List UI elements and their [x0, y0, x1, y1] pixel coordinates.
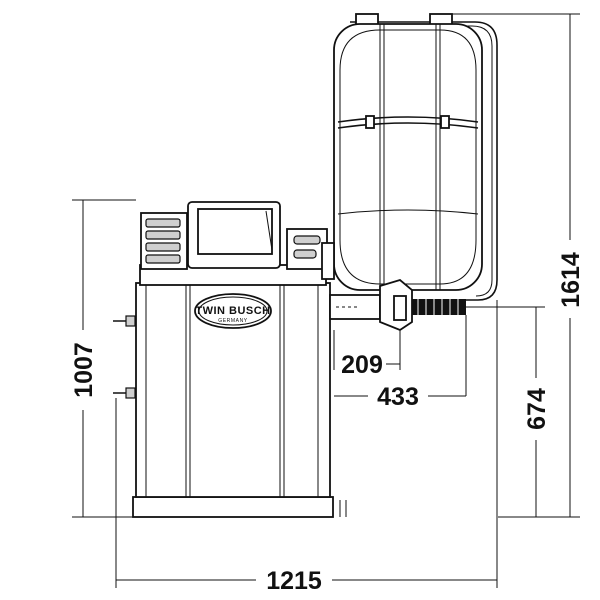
- weight-tray-right: [286, 228, 328, 270]
- dim-total-height: 1614: [557, 252, 585, 308]
- dim-cabinet-height: 1007: [70, 342, 98, 398]
- monitor-screen: [197, 208, 273, 255]
- brand-sub: GERMANY: [218, 318, 248, 324]
- brand-logo: TWIN BUSCH GERMANY: [194, 293, 272, 329]
- dim-shaft-offset: 433: [377, 383, 419, 411]
- dim-flange-offset: 209: [341, 351, 383, 379]
- tire: [333, 23, 483, 291]
- dimension-lines: [72, 13, 580, 588]
- dim-total-width: 1215: [266, 567, 322, 595]
- wheel-guard: [350, 21, 498, 301]
- balancer-cabinet: [113, 201, 347, 518]
- base-plate: [132, 496, 334, 518]
- wheel-assembly: [321, 13, 498, 332]
- dim-shaft-height: 674: [523, 388, 551, 430]
- brand-name: TWIN BUSCH: [195, 305, 270, 317]
